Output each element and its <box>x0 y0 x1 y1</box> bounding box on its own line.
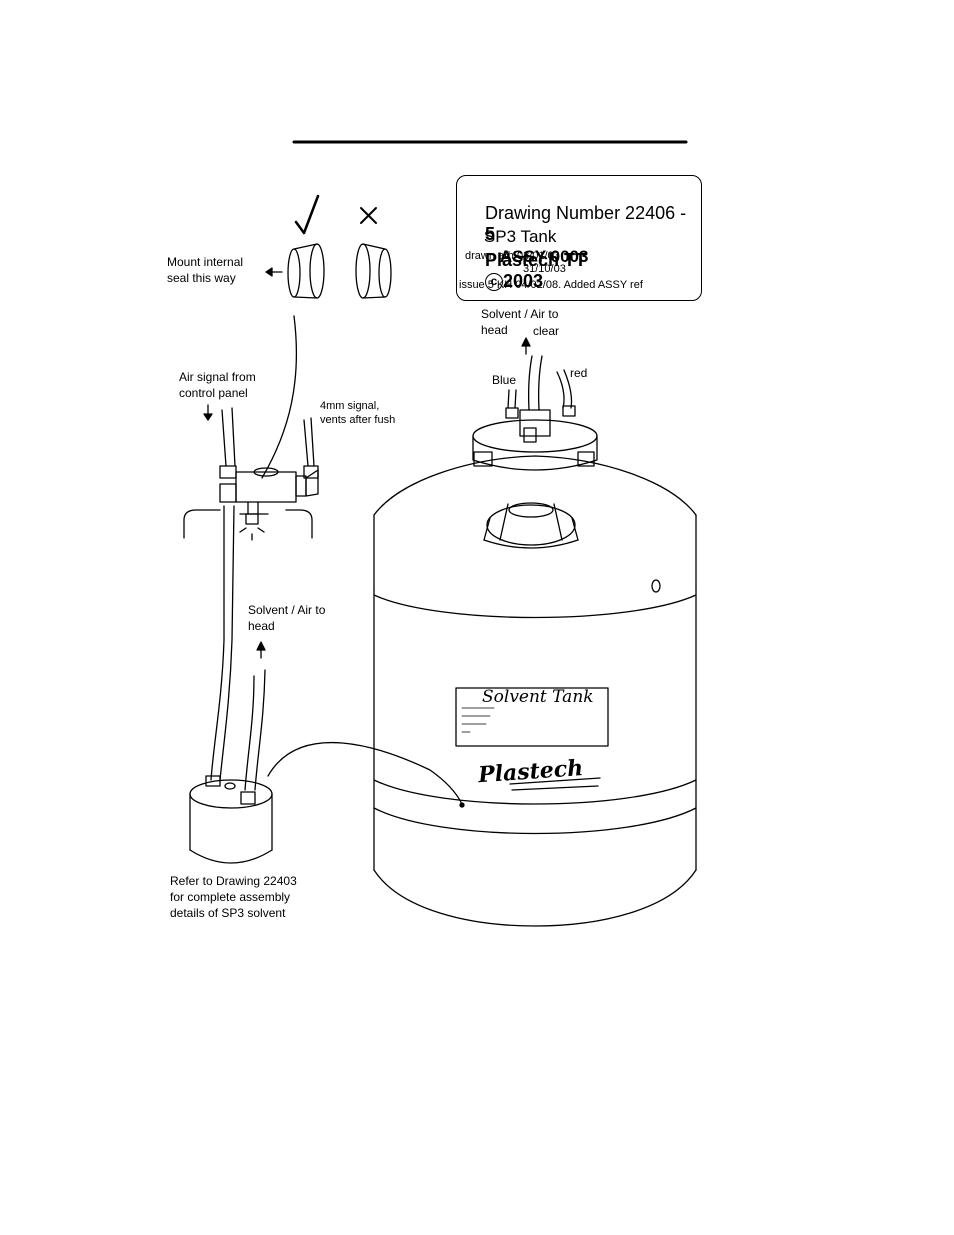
issue-note: issue 5 KH 04/02/08. Added ASSY ref <box>459 279 643 291</box>
check-mark-icon <box>294 194 320 235</box>
tank-label-text: Solvent Tank <box>482 687 594 707</box>
tank-label-plate <box>455 687 609 747</box>
company-name: Plastech TT <box>485 250 587 270</box>
filler-cap <box>483 502 579 549</box>
red-tube-label: red <box>570 366 588 380</box>
solvent-tank <box>373 455 697 927</box>
drawn-by: drawn arh 03/01/03 <box>465 250 560 262</box>
air-signal-label: Air signal from control panel <box>179 370 256 400</box>
refer-drawing-label: Refer to Drawing 22403 for complete asse… <box>170 874 297 920</box>
brand-text: Plastech <box>476 755 584 788</box>
title-block: Drawing Number 22406 - 5 SP3 Tank ASSY 0… <box>456 175 702 301</box>
product-name: SP3 Tank <box>483 227 557 246</box>
solvent-tube <box>244 669 266 791</box>
brand-underline <box>509 777 601 791</box>
solvent-pickup-canister <box>189 775 273 864</box>
blue-tube-label: Blue <box>492 373 517 387</box>
tank-lid <box>472 355 598 471</box>
seal-correct <box>287 243 325 299</box>
revised-date: 31/10/03 <box>523 263 566 275</box>
solvent-air-left-label: Solvent / Air to head <box>248 603 326 633</box>
solvent-air-top-label: Solvent / Air to head <box>481 307 559 337</box>
seal-incorrect <box>355 243 392 299</box>
tank-leader-line <box>267 741 463 805</box>
valve-assembly <box>219 407 319 541</box>
issue-number: 5 <box>485 224 496 244</box>
cross-mark-icon <box>360 207 377 224</box>
copyright-year: 2003 <box>503 271 544 291</box>
copyright-icon: c <box>485 273 504 291</box>
assembly-ref: ASSY 0003 <box>499 247 589 266</box>
signal-4mm-label: 4mm signal, vents after fush <box>320 400 396 426</box>
control-panel-outline <box>183 509 313 539</box>
drawing-number: Drawing Number 22406 - <box>485 203 687 223</box>
clear-tube-label: clear <box>533 324 560 338</box>
air-tube <box>210 505 235 781</box>
seal-leader-line <box>261 315 298 479</box>
mount-seal-label: Mount internal seal this way <box>167 255 244 285</box>
